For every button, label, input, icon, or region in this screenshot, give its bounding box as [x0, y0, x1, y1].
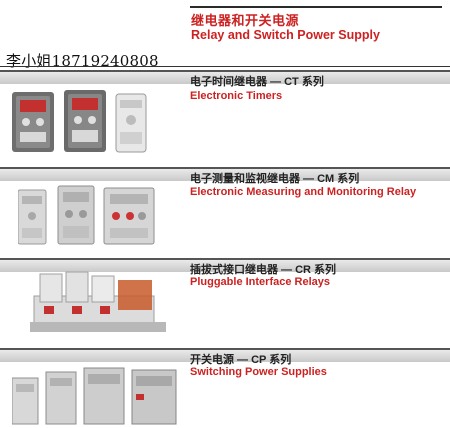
section-band-line-cm [0, 167, 450, 169]
section-band-cp [0, 350, 450, 362]
section-band-cm [0, 169, 450, 181]
cp-power-supplies-image [12, 367, 177, 425]
ct-timers-image [12, 90, 147, 153]
section-title-en-cm: Electronic Measuring and Monitoring Rela… [190, 186, 417, 198]
section-title-en-ct: Electronic Timers [190, 90, 283, 102]
section-title-en-cr: Pluggable Interface Relays [190, 276, 330, 288]
cm-relays-image [18, 185, 155, 245]
section-title-cn-cr: 插拔式接口继电器 — CR 系列 [190, 264, 337, 276]
section-band-ct [0, 72, 450, 84]
section-title-en-cp: Switching Power Supplies [190, 366, 327, 378]
page-title-cn: 继电器和开关电源 [191, 13, 300, 28]
section-band-line-cp [0, 348, 450, 350]
contact-text: 李小姐18719240808 [6, 52, 159, 70]
page-title-en: Relay and Switch Power Supply [191, 28, 380, 42]
section-title-cn-cp: 开关电源 — CP 系列 [190, 354, 292, 366]
contact-rule [0, 66, 450, 67]
header-rule [190, 6, 442, 8]
section-band-cr [0, 260, 450, 272]
section-band-line-cr [0, 258, 450, 260]
section-title-cn-cm: 电子测量和监视继电器 — CM 系列 [190, 173, 360, 185]
section-band-line-ct [0, 70, 450, 72]
section-title-cn-ct: 电子时间继电器 — CT 系列 [190, 76, 324, 88]
cr-relays-image [30, 271, 166, 332]
